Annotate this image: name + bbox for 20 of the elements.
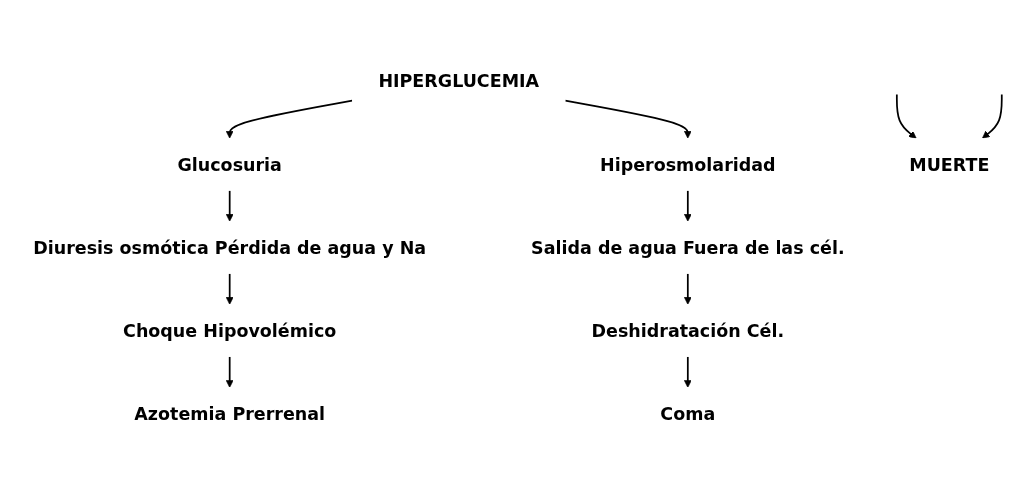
arrow [564,99,692,139]
node-text: Hiperosmolaridad [600,153,776,175]
node-text: Salida de agua Fuera de las cél. [531,237,845,258]
arrow [225,355,234,388]
node-text: Deshidratación Cél. [591,320,785,342]
arrow [225,189,234,222]
arrow [683,189,692,222]
node-text: Glucosuria [177,153,282,175]
arrow [982,93,1003,139]
arrow [895,93,917,139]
node-text: MUERTE [909,153,990,175]
node-text: Choque Hipovolémico [123,320,337,342]
node-text: Diuresis osmótica Pérdida de agua y Na [33,237,427,258]
arrow [683,355,692,388]
arrow [225,99,354,139]
node-text: Azotemia Prerrenal [134,403,326,425]
node-text: Coma [660,403,716,425]
node-text: HIPERGLUCEMIA [378,70,540,92]
arrow [683,272,692,305]
arrow [225,272,234,305]
